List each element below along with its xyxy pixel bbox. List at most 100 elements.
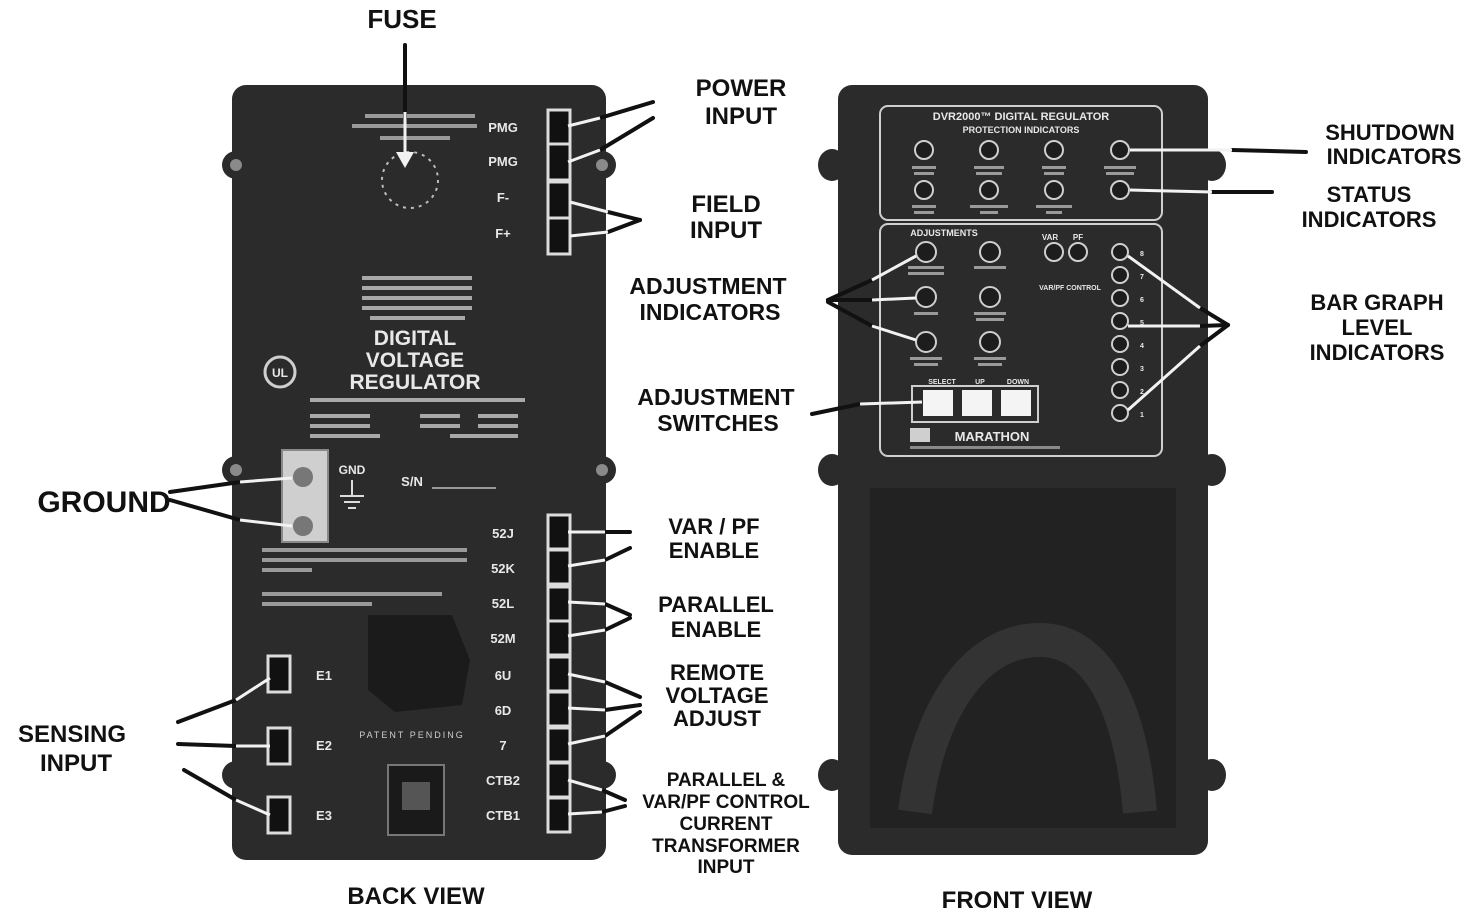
led-icon (980, 141, 998, 159)
led-icon (1111, 141, 1129, 159)
terminal-label: 52K (491, 561, 515, 576)
parallel-enable-label: PARALLEL (658, 592, 774, 617)
adjustment-switch-group: SELECT UP DOWN (912, 379, 1038, 422)
ct-input-label: PARALLEL & (667, 770, 786, 791)
up-switch (962, 390, 992, 416)
select-switch (923, 390, 953, 416)
terminal-label: 6D (495, 703, 512, 718)
svg-text:UL: UL (272, 366, 288, 380)
led-icon (1111, 181, 1129, 199)
shutdown-indicators-label: SHUTDOWN (1325, 120, 1455, 145)
var-pf-enable-label: ENABLE (669, 538, 759, 563)
led-icon (1045, 141, 1063, 159)
parallel-enable-label: ENABLE (671, 617, 761, 642)
panel-title-line: DIGITAL (374, 327, 457, 350)
pf-label: PF (1073, 233, 1083, 242)
terminal-label: F- (497, 190, 509, 205)
ct-input-label: VAR/PF CONTROL (642, 792, 810, 813)
ct-input-label: INPUT (698, 857, 755, 878)
led-icon (916, 287, 936, 307)
led-icon (915, 141, 933, 159)
remote-voltage-label: ADJUST (673, 706, 762, 731)
switch-label: DOWN (1007, 379, 1029, 386)
bar-number: 7 (1140, 274, 1144, 281)
ct-input-label: TRANSFORMER (652, 836, 800, 857)
terminal-label: 7 (499, 738, 506, 753)
terminal-label: 52J (492, 526, 514, 541)
terminal-label: E3 (316, 808, 332, 823)
led-icon (1112, 382, 1128, 398)
field-input-label: FIELD (691, 191, 760, 218)
back-view-panel: PMG PMG F- F+ DIGITAL VOLTAGE REGULATOR … (222, 85, 616, 860)
led-icon (1045, 181, 1063, 199)
led-icon (1112, 359, 1128, 375)
serial-label: S/N (401, 474, 423, 489)
adjustment-switches-label: ADJUSTMENT (637, 384, 794, 410)
led-icon (1112, 290, 1128, 306)
led-icon (1069, 243, 1087, 261)
varpf-control-label: VAR/PF CONTROL (1039, 285, 1101, 292)
patent-text: PATENT PENDING (359, 730, 465, 740)
power-input-label: INPUT (705, 103, 777, 130)
status-indicators-label: STATUS (1327, 182, 1412, 207)
terminal-label: 6U (495, 668, 512, 683)
terminal-f-minus (548, 182, 570, 218)
switch-label: UP (975, 379, 985, 386)
bar-number: 1 (1140, 412, 1144, 419)
front-view-title: FRONT VIEW (942, 887, 1093, 914)
led-icon (1112, 244, 1128, 260)
shutdown-indicators-label: INDICATORS (1327, 144, 1462, 169)
switch-label: SELECT (928, 379, 956, 386)
led-icon (980, 181, 998, 199)
terminal-label: F+ (495, 226, 511, 241)
ct-input-label: CURRENT (680, 814, 773, 835)
bar-graph-label: INDICATORS (1310, 340, 1445, 365)
remote-voltage-label: VOLTAGE (665, 683, 768, 708)
front-header-line2: PROTECTION INDICATORS (963, 125, 1080, 135)
led-icon (980, 287, 1000, 307)
led-icon (1112, 267, 1128, 283)
led-icon (980, 242, 1000, 262)
ground-label: GND (339, 463, 366, 477)
bar-graph-label: LEVEL (1342, 315, 1413, 340)
status-indicators-label: INDICATORS (1302, 207, 1437, 232)
terminal-label: 52M (490, 631, 515, 646)
field-input-label: INPUT (690, 217, 762, 244)
terminal-pmg-2 (548, 144, 570, 180)
terminal-label: PMG (488, 120, 518, 135)
panel-title-line: VOLTAGE (366, 349, 464, 372)
panel-title-line: REGULATOR (349, 371, 480, 394)
terminal-pmg-1 (548, 110, 570, 146)
terminal-f-plus (548, 218, 570, 254)
back-view-title: BACK VIEW (347, 883, 485, 910)
down-switch (1001, 390, 1031, 416)
power-input-label: POWER (696, 75, 787, 102)
terminal-label: 52L (492, 596, 514, 611)
led-icon (980, 332, 1000, 352)
led-icon (1112, 313, 1128, 329)
brand-name: MARATHON (955, 429, 1030, 444)
bar-number: 3 (1140, 366, 1144, 373)
remote-voltage-label: REMOTE (670, 660, 764, 685)
terminal-label: CTB1 (486, 808, 520, 823)
bar-number: 6 (1140, 297, 1144, 304)
terminal-label: E2 (316, 738, 332, 753)
var-pf-enable-label: VAR / PF (668, 514, 759, 539)
var-label: VAR (1042, 233, 1059, 242)
adjustment-indicators-label: INDICATORS (640, 299, 781, 325)
terminal-label: CTB2 (486, 773, 520, 788)
terminal-label: PMG (488, 154, 518, 169)
brand-logo-icon (910, 428, 930, 442)
bar-graph-label: BAR GRAPH (1310, 290, 1443, 315)
ground-callout-label: GROUND (37, 486, 170, 519)
adjustments-label: ADJUSTMENTS (910, 228, 978, 238)
bar-number: 4 (1140, 343, 1144, 350)
bar-number: 8 (1140, 251, 1144, 258)
front-view-panel: DVR2000™ DIGITAL REGULATOR PROTECTION IN… (818, 85, 1226, 855)
led-icon (916, 332, 936, 352)
led-icon (1112, 336, 1128, 352)
led-icon (1112, 405, 1128, 421)
adjustment-indicators-label: ADJUSTMENT (629, 273, 786, 299)
led-icon (1045, 243, 1063, 261)
